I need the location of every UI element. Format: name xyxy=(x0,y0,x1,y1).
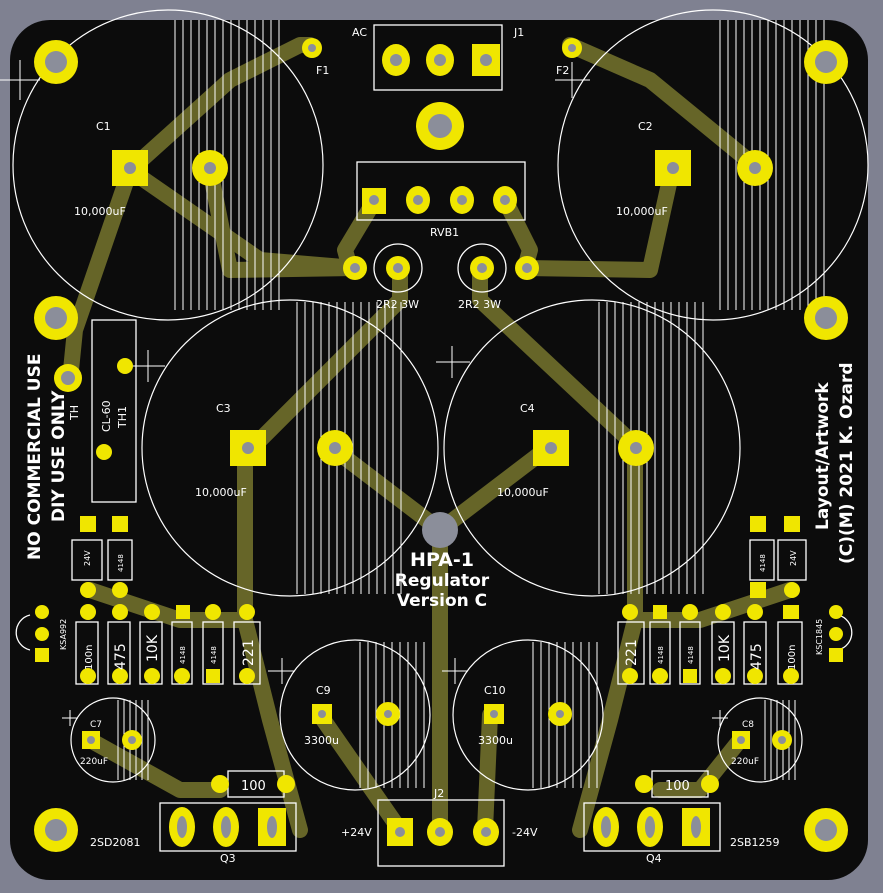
c2-value: 10,000uF xyxy=(616,205,668,218)
c7-ref: C7 xyxy=(90,720,102,730)
rectifier-mount-hole xyxy=(416,102,464,150)
diode-4148-label-1: 4148 xyxy=(117,554,125,572)
c4-ref: C4 xyxy=(520,402,535,415)
th1-label: TH1 xyxy=(116,406,129,429)
board-title: HPA-1 xyxy=(410,549,474,571)
mount-hole-bottom-right xyxy=(804,808,848,852)
board-subtitle-2: Version C xyxy=(397,591,487,611)
board-title-block: HPA-1 Regulator Version C xyxy=(395,549,490,611)
r2r2-right-label: 2R2 3W xyxy=(458,298,501,311)
cl60-label: CL-60 xyxy=(100,400,113,432)
res-10k-right-label: 10K xyxy=(717,634,733,662)
diode-4148-label-6: 4148 xyxy=(687,646,695,664)
c4-value: 10,000uF xyxy=(497,486,549,499)
mount-hole-mid-right xyxy=(804,296,848,340)
r100-left-label: 100 xyxy=(241,779,266,794)
c3-ref: C3 xyxy=(216,402,231,415)
mount-hole-mid-left xyxy=(34,296,78,340)
mount-hole-top-left xyxy=(34,40,78,84)
ac-label: AC xyxy=(352,26,367,39)
f1-label: F1 xyxy=(316,64,329,77)
ksa992-label: KSA992 xyxy=(59,619,68,650)
diode-4148-label-2: 4148 xyxy=(179,646,187,664)
f2-label: F2 xyxy=(556,64,569,77)
crosshairs xyxy=(0,60,728,726)
board-subtitle-1: Regulator xyxy=(395,571,490,591)
diode-4148-label-5: 4148 xyxy=(657,646,665,664)
q3-part-label: 2SD2081 xyxy=(90,836,140,849)
c7-value: 220uF xyxy=(80,757,108,767)
r2r2-left-label: 2R2 3W xyxy=(376,298,419,311)
r100-right-label: 100 xyxy=(665,779,690,794)
credit-block: Layout/Artwork (C)(M) 2021 K. Ozard xyxy=(813,362,857,564)
c9-value: 3300u xyxy=(304,734,339,747)
th-label: TH xyxy=(68,405,81,421)
diode-4148-label-3: 4148 xyxy=(210,646,218,664)
credit-line-1: Layout/Artwork xyxy=(813,382,833,530)
notice-block: NO COMMERCIAL USE DIY USE ONLY xyxy=(25,354,69,560)
res-221-left-label: 221 xyxy=(241,639,257,666)
res-10k-left-label: 10K xyxy=(145,634,161,662)
c10-ref: C10 xyxy=(484,684,506,697)
q4-label: Q4 xyxy=(646,852,662,865)
th-hole xyxy=(54,364,82,392)
res-221-right-label: 221 xyxy=(624,639,640,666)
c3-value: 10,000uF xyxy=(195,486,247,499)
q4-part-label: 2SB1259 xyxy=(730,836,780,849)
c9-ref: C9 xyxy=(316,684,331,697)
c1-value: 10,000uF xyxy=(74,205,126,218)
center-mount-hole xyxy=(422,512,458,548)
q3-label: Q3 xyxy=(220,852,236,865)
plus24-label: +24V xyxy=(341,826,372,839)
zener-24v-right-label: 24V xyxy=(789,550,798,566)
mounting-holes xyxy=(34,40,848,852)
diode-4148-label-4: 4148 xyxy=(759,554,767,572)
minus24-label: -24V xyxy=(512,826,538,839)
mount-hole-bottom-left xyxy=(34,808,78,852)
credit-line-2: (C)(M) 2021 K. Ozard xyxy=(837,362,857,564)
c8-value: 220uF xyxy=(731,757,759,767)
silkscreen-labels: AC J1 F1 F2 C1 10,000uF C2 10,000uF RVB1… xyxy=(59,26,824,865)
res-475-left-label: 475 xyxy=(113,643,129,670)
j1-label: J1 xyxy=(513,26,524,39)
c10-value: 3300u xyxy=(478,734,513,747)
notice-line-1: NO COMMERCIAL USE xyxy=(25,354,45,560)
res-475-right-label: 475 xyxy=(749,643,765,670)
capacitor-outlines xyxy=(12,9,869,791)
j2-label: J2 xyxy=(433,787,444,800)
mount-hole-top-right xyxy=(804,40,848,84)
ksc1845-label: KSC1845 xyxy=(815,619,824,655)
cap-100n-left-label: 100n xyxy=(84,645,95,670)
rvb1-label: RVB1 xyxy=(430,226,459,239)
c2-ref: C2 xyxy=(638,120,653,133)
notice-line-2: DIY USE ONLY xyxy=(49,390,69,522)
cap-100n-right-label: 100n xyxy=(787,645,798,670)
c8-ref: C8 xyxy=(742,720,754,730)
zener-24v-left-label: 24V xyxy=(83,550,92,566)
pad-drills xyxy=(87,44,786,838)
c1-ref: C1 xyxy=(96,120,111,133)
